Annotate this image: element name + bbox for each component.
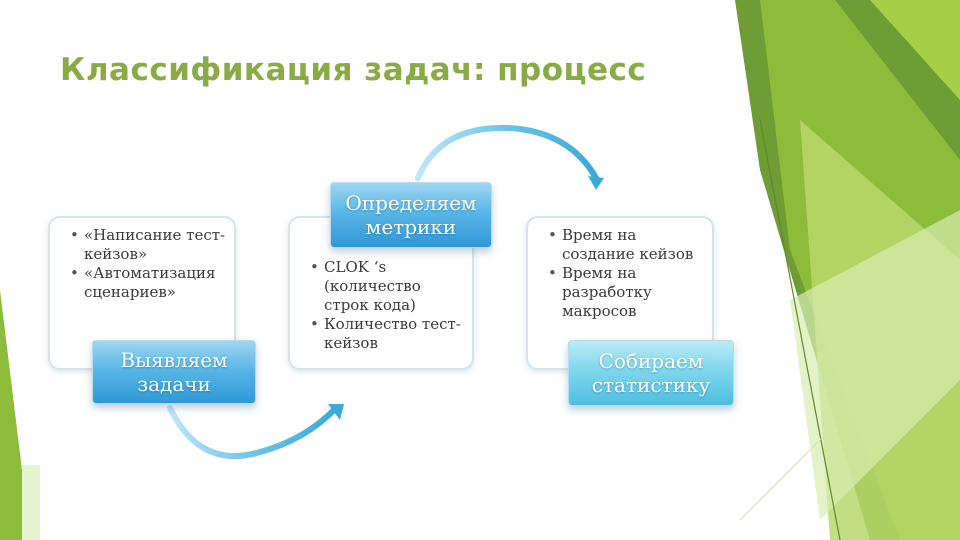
arrow-bottom-head — [328, 404, 344, 420]
bullet-list: CLOK ‘s (количество строк кода) Количест… — [304, 258, 466, 353]
bullet-list: «Написание тест-кейзов» «Автоматизация с… — [64, 226, 226, 302]
arrow-top-curve — [415, 124, 599, 181]
bullet-item: Время на создание кейзов — [548, 226, 704, 264]
step-label: Определяем метрики — [345, 191, 477, 239]
bullet-item: «Автоматизация сценариев» — [70, 264, 226, 302]
bullet-item: Время на разработку макросов — [548, 264, 704, 321]
bullet-item: CLOK ‘s (количество строк кода) — [310, 258, 466, 315]
bullet-item: Количество тест-кейзов — [310, 315, 466, 353]
slide-title: Классификация задач: процесс — [60, 52, 647, 88]
step-pill-identify: Выявляем задачи — [92, 340, 256, 404]
deco-line — [739, 299, 960, 521]
step-label: Выявляем задачи — [120, 348, 228, 396]
step-label: Собираем статистику — [591, 349, 711, 397]
green-triangle-front — [870, 0, 960, 100]
arrow-bottom-curve — [167, 405, 339, 459]
bullet-item: «Написание тест-кейзов» — [70, 226, 226, 264]
step-pill-statistics: Собираем статистику — [568, 340, 734, 406]
left-pale-strip — [22, 465, 40, 540]
deco-line — [759, 119, 841, 540]
green-triangle-left — [0, 290, 22, 540]
bullet-list: Время на создание кейзов Время на разраб… — [542, 226, 704, 321]
arrow-top-head — [588, 176, 604, 190]
step-pill-metrics: Определяем метрики — [330, 182, 492, 248]
green-triangle-pale — [790, 210, 960, 520]
